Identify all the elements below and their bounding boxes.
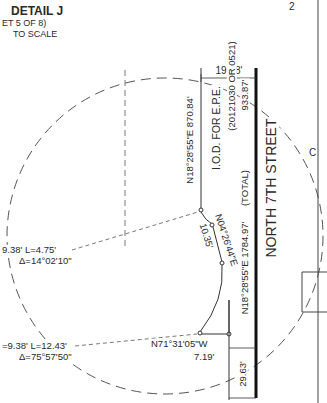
dimension-label: N18°28'55"E 1784.97' [240,221,250,316]
dimension-label: N18°28'55"E 870.84' [185,95,195,184]
dimension-label: 29.63' [238,360,248,388]
dimension-label: (20121030 OR 0521) [227,40,237,131]
dimension-label: I.O.D. FOR E.P.E. [211,85,223,171]
dimension-label: ET 5 OF 8) [1,19,47,29]
dimension-label: 9.38' L=4.75' [1,245,57,255]
dimension-label: N71°31'05"W [150,339,209,349]
dimension-label: C [308,147,317,158]
dimension-label: 933.87' [240,79,250,112]
detail-title: DETAIL J [10,5,64,18]
dimension-label: Δ=14°02'10" [18,256,73,266]
dimension-label: TO SCALE [12,30,58,40]
dimension-label: 2 [288,1,296,12]
dimension-label: NORTH 7TH STREET [264,118,279,259]
dimension-label: =9.38' L=12.43' [1,341,68,351]
dimension-label: (TOTAL) [240,169,250,207]
dimension-label: Δ=75°57'50" [18,352,73,362]
dimension-label: 7.19' [193,352,215,362]
